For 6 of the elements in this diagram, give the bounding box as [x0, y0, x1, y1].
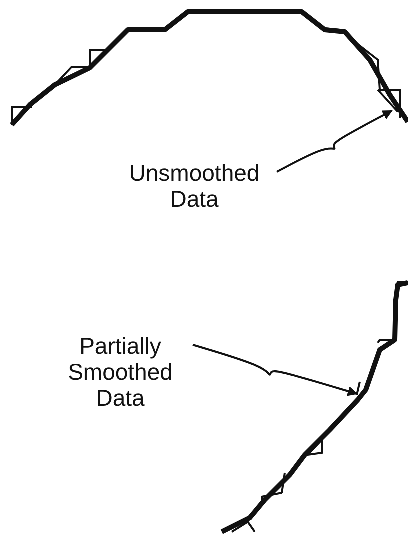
callout-label: Partially Smoothed Data: [48, 333, 193, 411]
leader-arrow: [276, 110, 393, 173]
leader-arrow: [192, 344, 358, 396]
data-curve-drawing: [10, 10, 408, 127]
data-curve-drawing: [220, 280, 408, 534]
callout-label: Unsmoothed Data: [112, 160, 277, 212]
